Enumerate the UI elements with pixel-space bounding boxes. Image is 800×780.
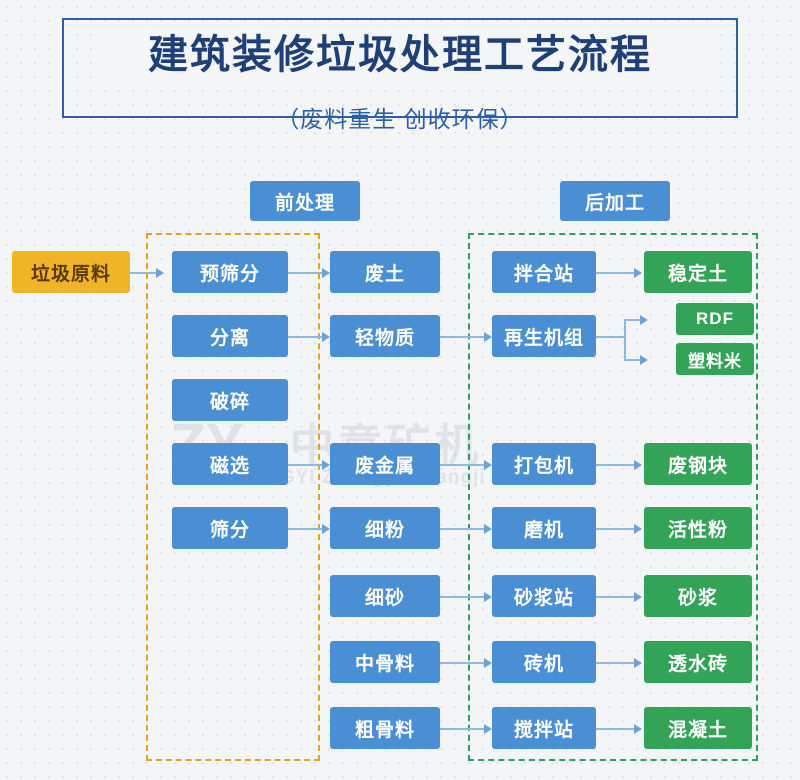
- connector: [440, 662, 488, 664]
- connector: [288, 336, 326, 338]
- node-product-2[interactable]: RDF: [676, 303, 754, 335]
- node-product-8[interactable]: 混凝土: [644, 707, 752, 749]
- arrow-icon: [634, 592, 642, 602]
- arrow-icon: [322, 524, 330, 534]
- node-material-7[interactable]: 粗骨料: [330, 707, 440, 749]
- node-product-5[interactable]: 活性粉: [644, 507, 752, 549]
- arrow-icon: [484, 724, 492, 734]
- connector: [596, 596, 638, 598]
- arrow-icon: [640, 355, 648, 365]
- connector: [440, 596, 488, 598]
- connector: [596, 662, 638, 664]
- zone-pre-processing: [146, 233, 320, 761]
- node-process-3[interactable]: 破碎: [172, 379, 288, 421]
- node-postprocess-5[interactable]: 砂浆站: [492, 575, 596, 617]
- connector: [624, 319, 644, 321]
- arrow-icon: [634, 268, 642, 278]
- node-process-2[interactable]: 分离: [172, 315, 288, 357]
- connector: [596, 528, 638, 530]
- arrow-icon: [484, 332, 492, 342]
- arrow-icon: [484, 658, 492, 668]
- connector: [440, 728, 488, 730]
- arrow-icon: [484, 524, 492, 534]
- node-input-raw-material[interactable]: 垃圾原料: [12, 251, 130, 293]
- node-product-4[interactable]: 废钢块: [644, 443, 752, 485]
- title-frame: [62, 18, 738, 118]
- arrow-icon: [156, 268, 164, 278]
- connector: [288, 528, 326, 530]
- connector: [440, 528, 488, 530]
- arrow-icon: [322, 460, 330, 470]
- arrow-icon: [634, 460, 642, 470]
- node-process-5[interactable]: 筛分: [172, 507, 288, 549]
- connector: [596, 336, 624, 338]
- node-process-1[interactable]: 预筛分: [172, 251, 288, 293]
- stage-label-pre: 前处理: [250, 181, 360, 221]
- node-postprocess-4[interactable]: 磨机: [492, 507, 596, 549]
- connector: [624, 359, 644, 361]
- page-title: 建筑装修垃圾处理工艺流程: [148, 33, 652, 77]
- arrow-icon: [634, 658, 642, 668]
- node-material-4[interactable]: 细粉: [330, 507, 440, 549]
- title-frame-mask: [92, 28, 708, 86]
- connector: [288, 464, 326, 466]
- node-postprocess-7[interactable]: 搅拌站: [492, 707, 596, 749]
- node-product-7[interactable]: 透水砖: [644, 641, 752, 683]
- connector: [596, 728, 638, 730]
- node-material-1[interactable]: 废土: [330, 251, 440, 293]
- connector: [596, 464, 638, 466]
- node-postprocess-3[interactable]: 打包机: [492, 443, 596, 485]
- node-material-5[interactable]: 细砂: [330, 575, 440, 617]
- node-product-6[interactable]: 砂浆: [644, 575, 752, 617]
- node-product-3[interactable]: 塑料米: [676, 343, 754, 375]
- connector: [596, 272, 638, 274]
- arrow-icon: [484, 460, 492, 470]
- node-material-6[interactable]: 中骨料: [330, 641, 440, 683]
- node-product-1[interactable]: 稳定土: [644, 251, 752, 293]
- arrow-icon: [640, 315, 648, 325]
- node-process-4[interactable]: 磁选: [172, 443, 288, 485]
- node-postprocess-1[interactable]: 拌合站: [492, 251, 596, 293]
- node-postprocess-6[interactable]: 砖机: [492, 641, 596, 683]
- stage-label-post: 后加工: [560, 181, 670, 221]
- node-material-3[interactable]: 废金属: [330, 443, 440, 485]
- arrow-icon: [322, 332, 330, 342]
- connector: [440, 336, 488, 338]
- arrow-icon: [634, 524, 642, 534]
- connector: [130, 272, 158, 274]
- node-material-2[interactable]: 轻物质: [330, 315, 440, 357]
- connector: [440, 464, 488, 466]
- page-subtitle: （废料重生 创收环保）: [276, 106, 524, 132]
- node-postprocess-2[interactable]: 再生机组: [492, 315, 596, 357]
- connector: [288, 272, 326, 274]
- arrow-icon: [484, 592, 492, 602]
- arrow-icon: [634, 724, 642, 734]
- connector: [624, 319, 626, 361]
- zone-post-processing: [468, 233, 758, 761]
- arrow-icon: [322, 268, 330, 278]
- header: 建筑装修垃圾处理工艺流程 （废料重生 创收环保）: [0, 0, 800, 152]
